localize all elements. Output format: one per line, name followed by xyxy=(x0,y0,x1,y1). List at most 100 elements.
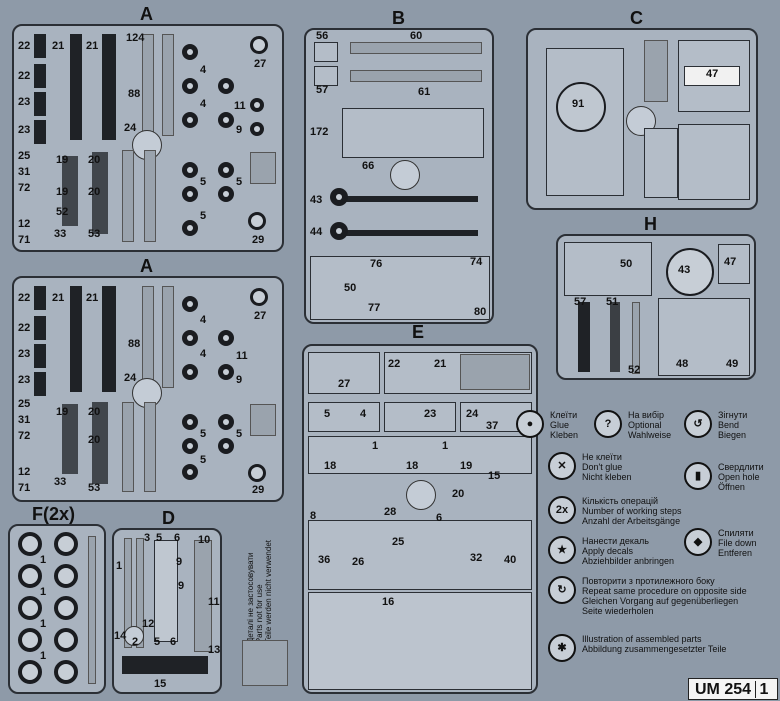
part-number: 12 xyxy=(18,218,31,230)
part-number: 21 xyxy=(86,40,99,52)
part-number: 27 xyxy=(254,58,267,70)
part-number: 5 xyxy=(154,636,161,648)
question-icon: ? xyxy=(594,410,622,438)
sprue-a-top: 22 21 21 124 27 22 23 88 4 4 23 24 11 9 … xyxy=(12,24,284,252)
part-number: 22 xyxy=(18,322,31,334)
drill-icon: ▮ xyxy=(684,462,712,490)
part-number: 1 xyxy=(442,440,449,452)
part-number: 1 xyxy=(116,560,123,572)
part-number: 18 xyxy=(406,460,419,472)
part-number: 26 xyxy=(352,556,365,568)
part-number: 40 xyxy=(504,554,517,566)
part-number: 36 xyxy=(318,554,331,566)
part-number: 4 xyxy=(200,64,207,76)
part-number: 25 xyxy=(18,150,31,162)
sprue-h: 50 43 47 57 51 52 48 49 xyxy=(556,234,756,380)
part-number: 31 xyxy=(18,166,31,178)
sprue-f: 1 1 1 1 xyxy=(8,524,106,694)
part-number: 9 xyxy=(236,374,243,386)
file-icon: ◆ xyxy=(684,528,712,556)
part-number: 5 xyxy=(236,176,243,188)
part-number: 8 xyxy=(310,510,317,522)
sprue-a2-letter: A xyxy=(140,256,153,276)
part-number: 1 xyxy=(372,440,379,452)
part-number: 43 xyxy=(678,264,691,276)
part-number: 6 xyxy=(174,532,181,544)
part-number: 1 xyxy=(40,586,47,598)
part-number: 11 xyxy=(236,350,248,362)
part-number: 20 xyxy=(88,406,101,418)
glue-drop-icon: ● xyxy=(516,410,544,438)
sprue-a-letter: A xyxy=(140,4,153,24)
part-number: 9 xyxy=(178,580,185,592)
part-number: 21 xyxy=(434,358,447,370)
part-number: 33 xyxy=(54,476,67,488)
asterisk-icon: ✱ xyxy=(548,634,576,662)
part-number: 23 xyxy=(424,408,437,420)
part-number: 21 xyxy=(52,40,65,52)
not-for-use-swatch xyxy=(242,640,288,686)
part-number: 52 xyxy=(628,364,641,376)
sprue-e-letter: E xyxy=(412,322,425,342)
part-number: 52 xyxy=(56,206,69,218)
part-number: 72 xyxy=(18,182,31,194)
part-number: 14 xyxy=(114,630,127,642)
part-number: 5 xyxy=(236,428,243,440)
part-number: 19 xyxy=(56,154,69,166)
sprue-d-letter: D xyxy=(162,508,175,528)
part-number: 24 xyxy=(124,372,137,384)
page-number: 1 xyxy=(755,681,769,698)
part-number: 1 xyxy=(40,650,47,662)
sprue-b: 56 60 57 61 172 66 43 44 76 50 77 74 80 xyxy=(304,28,494,324)
sprue-a-bottom: 27 22 21 21 4 22 88 4 11 23 24 9 23 25 3… xyxy=(12,276,284,502)
part-number: 56 xyxy=(316,30,329,42)
part-number: 22 xyxy=(388,358,401,370)
part-number: 51 xyxy=(606,296,619,308)
no-glue-icon: ✕ xyxy=(548,452,576,480)
part-number: 20 xyxy=(88,186,101,198)
part-number: 61 xyxy=(418,86,431,98)
repeat-count-icon: 2x xyxy=(548,496,576,524)
sprue-e: 27 22 21 5 4 23 24 37 1 1 18 18 19 15 20… xyxy=(302,344,538,694)
part-number: 2 xyxy=(132,636,139,648)
part-number: 57 xyxy=(316,84,329,96)
kit-code: UM 254 xyxy=(695,681,752,698)
part-number: 53 xyxy=(88,482,101,494)
part-number: 5 xyxy=(200,176,207,188)
part-number: 49 xyxy=(726,358,739,370)
part-number: 74 xyxy=(470,256,483,268)
part-number: 47 xyxy=(706,68,719,80)
part-number: 24 xyxy=(466,408,479,420)
part-number: 22 xyxy=(18,40,31,52)
part-number: 23 xyxy=(18,374,31,386)
part-number: 5 xyxy=(156,532,163,544)
sprue-b-letter: B xyxy=(392,8,405,28)
decal-icon: ★ xyxy=(548,536,576,564)
part-number: 27 xyxy=(254,310,267,322)
part-number: 25 xyxy=(18,398,31,410)
part-number: 4 xyxy=(200,314,207,326)
part-number: 172 xyxy=(310,126,329,138)
part-number: 44 xyxy=(310,226,323,238)
part-number: 18 xyxy=(324,460,337,472)
sprue-h-letter: H xyxy=(644,214,657,234)
part-number: 11 xyxy=(208,596,220,608)
part-number: 31 xyxy=(18,414,31,426)
part-number: 124 xyxy=(126,32,145,44)
part-number: 20 xyxy=(452,488,465,500)
part-number: 28 xyxy=(384,506,397,518)
part-number: 3 xyxy=(144,532,151,544)
part-number: 16 xyxy=(382,596,395,608)
part-number: 15 xyxy=(488,470,501,482)
part-number: 47 xyxy=(724,256,737,268)
part-number: 21 xyxy=(52,292,65,304)
part-number: 91 xyxy=(572,98,585,110)
